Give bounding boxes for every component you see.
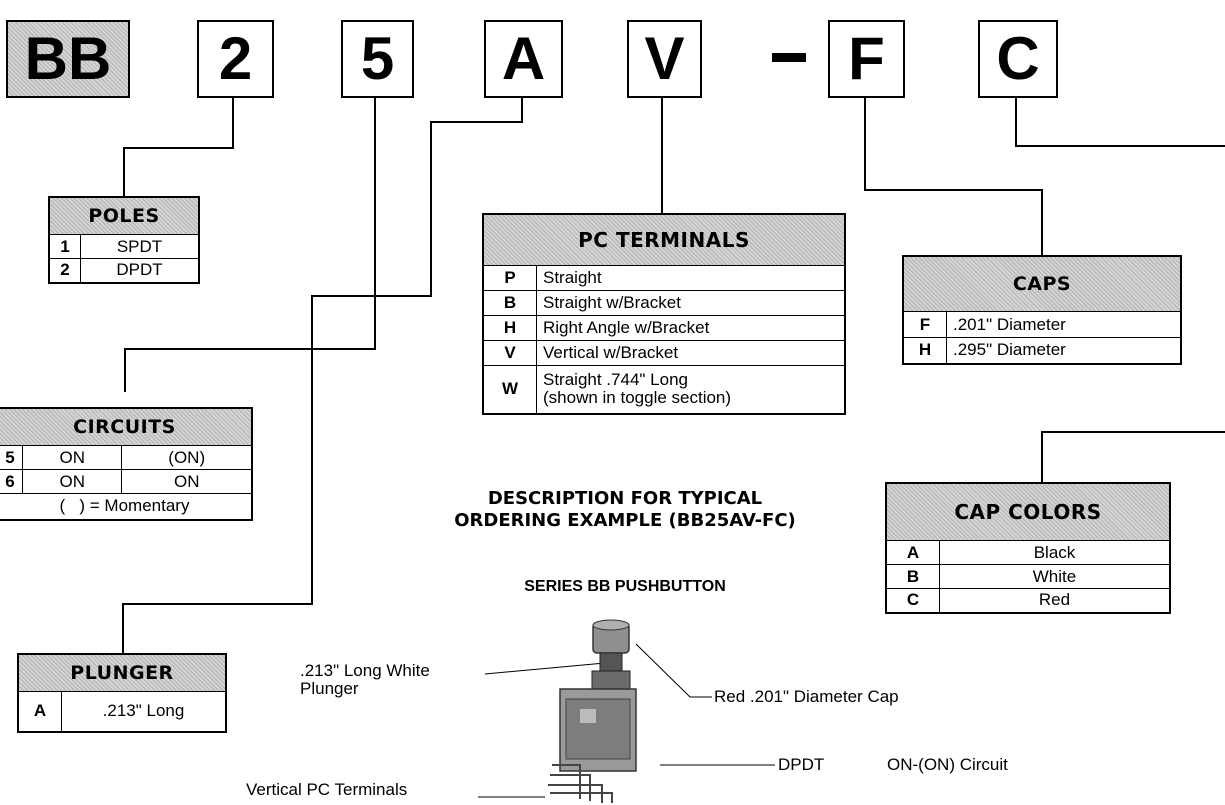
table-row: A Black — [885, 540, 1171, 565]
cap-colors-table: CAP COLORS A Black B White C Red — [885, 482, 1171, 614]
cap-color-code: C — [996, 25, 1040, 92]
circuits-row-code: 6 — [0, 469, 23, 494]
pc-terminals-row-code: P — [482, 265, 537, 291]
caps-row-code: H — [902, 337, 947, 364]
table-row: ( ) = Momentary — [0, 493, 253, 520]
caps-code-box: F — [828, 20, 905, 98]
circuits-row-b: (ON) — [121, 445, 253, 470]
pc-terminals-table: PC TERMINALS P Straight B Straight w/Bra… — [482, 213, 846, 415]
pc-terminals-row-desc: Straight w/Bracket — [536, 290, 846, 316]
circuits-row-b: ON — [121, 469, 253, 494]
circuits-connector — [124, 94, 376, 392]
plunger-callout-line — [484, 662, 606, 675]
series-code-box: BB — [6, 20, 130, 98]
pc-terminals-row-code: V — [482, 340, 537, 366]
pc-terminals-row-code: B — [482, 290, 537, 316]
pc-terminals-row-desc: Vertical w/Bracket — [536, 340, 846, 366]
caps-title: CAPS — [902, 255, 1182, 312]
caps-connector — [864, 94, 1043, 255]
poles-title: POLES — [48, 196, 200, 235]
caps-code: F — [848, 25, 885, 92]
cap-colors-row-desc: White — [939, 564, 1171, 589]
poles-row-code: 2 — [48, 258, 81, 283]
poles-connector — [123, 94, 234, 196]
table-row: B Straight w/Bracket — [482, 290, 846, 316]
caps-row-desc: .295" Diameter — [946, 337, 1182, 364]
cap-color-connector — [1015, 94, 1225, 147]
table-row: A .213" Long — [17, 691, 227, 732]
circuits-code: 5 — [360, 25, 395, 92]
table-row: P Straight — [482, 265, 846, 291]
table-row: V Vertical w/Bracket — [482, 340, 846, 366]
table-row: H Right Angle w/Bracket — [482, 315, 846, 341]
circuits-table: CIRCUITS 5 ON (ON) 6 ON ON ( ) = Momenta… — [0, 407, 253, 521]
ordering-example-line1: DESCRIPTION FOR TYPICAL — [487, 488, 763, 509]
plunger-table: PLUNGER A .213" Long — [17, 653, 227, 733]
table-row: 6 ON ON — [0, 469, 253, 494]
poles-row-code: 1 — [48, 234, 81, 259]
caps-row-code: F — [902, 311, 947, 338]
poles-row-desc: SPDT — [80, 234, 200, 259]
plunger-callout-line1: .213" Long White — [300, 661, 430, 680]
circuits-row-a: ON — [21, 445, 123, 470]
pc-terminals-row-desc: Straight .744" Long — [543, 370, 688, 390]
pc-terminals-row-code: W — [482, 365, 537, 414]
cap-colors-row-desc: Black — [939, 540, 1171, 565]
table-row: C Red — [885, 588, 1171, 613]
pc-terminals-row-desc-note: (shown in toggle section) — [543, 388, 732, 408]
table-row: B White — [885, 564, 1171, 589]
ordering-example-heading: DESCRIPTION FOR TYPICAL ORDERING EXAMPLE… — [390, 488, 860, 532]
terminals-code-box: V — [627, 20, 702, 98]
poles-callout-label: DPDT — [778, 755, 825, 774]
plunger-connector — [122, 94, 523, 653]
circuit-callout-label: ON-(ON) Circuit — [887, 755, 1008, 774]
caps-row-desc: .201" Diameter — [946, 311, 1182, 338]
table-row: W Straight .744" Long (shown in toggle s… — [482, 365, 846, 414]
cap-callout-line — [635, 643, 712, 698]
pc-terminals-row-desc: Right Angle w/Bracket — [536, 315, 846, 341]
circuits-title: CIRCUITS — [0, 407, 253, 446]
poles-table: POLES 1 SPDT 2 DPDT — [48, 196, 200, 284]
plunger-code-box: A — [484, 20, 563, 98]
cap-colors-branch — [1041, 431, 1225, 482]
table-row: 1 SPDT — [48, 234, 200, 259]
plunger-title: PLUNGER — [17, 653, 227, 692]
pc-terminals-row-code: H — [482, 315, 537, 341]
cap-color-code-box: C — [978, 20, 1058, 98]
cap-colors-row-code: A — [885, 540, 940, 565]
table-row: 2 DPDT — [48, 258, 200, 283]
pc-terminals-row-desc: Straight — [536, 265, 846, 291]
circuits-footnote: ( ) = Momentary — [0, 493, 253, 520]
pc-terminals-title: PC TERMINALS — [482, 213, 846, 266]
series-title: SERIES BB PUSHBUTTON — [524, 578, 726, 595]
plunger-row-desc: .213" Long — [61, 691, 227, 732]
caps-table: CAPS F .201" Diameter H .295" Diameter — [902, 255, 1182, 365]
poles-code-box: 2 — [197, 20, 274, 98]
poles-row-desc: DPDT — [80, 258, 200, 283]
table-row: 5 ON (ON) — [0, 445, 253, 470]
cap-colors-row-code: B — [885, 564, 940, 589]
terminals-callout-label: Vertical PC Terminals — [246, 780, 408, 799]
circuits-code-box: 5 — [341, 20, 414, 98]
table-row: H .295" Diameter — [902, 337, 1182, 364]
plunger-callout-label: .213" Long White Plunger — [300, 662, 430, 698]
cap-colors-row-desc: Red — [939, 588, 1171, 613]
plunger-callout-line2: Plunger — [300, 679, 359, 698]
cap-colors-title: CAP COLORS — [885, 482, 1171, 541]
circuits-row-a: ON — [21, 469, 123, 494]
terminals-code: V — [644, 25, 685, 92]
plunger-row-code: A — [17, 691, 62, 732]
series-code: BB — [24, 25, 112, 92]
cap-callout-label: Red .201" Diameter Cap — [714, 687, 899, 706]
dash-separator — [772, 53, 806, 62]
cap-colors-row-code: C — [885, 588, 940, 613]
pushbutton-illustration — [548, 619, 637, 803]
circuits-row-code: 5 — [0, 445, 23, 470]
poles-code: 2 — [218, 25, 253, 92]
table-row: F .201" Diameter — [902, 311, 1182, 338]
ordering-example-line2: ORDERING EXAMPLE (BB25AV-FC) — [454, 510, 796, 531]
plunger-code: A — [501, 25, 546, 92]
